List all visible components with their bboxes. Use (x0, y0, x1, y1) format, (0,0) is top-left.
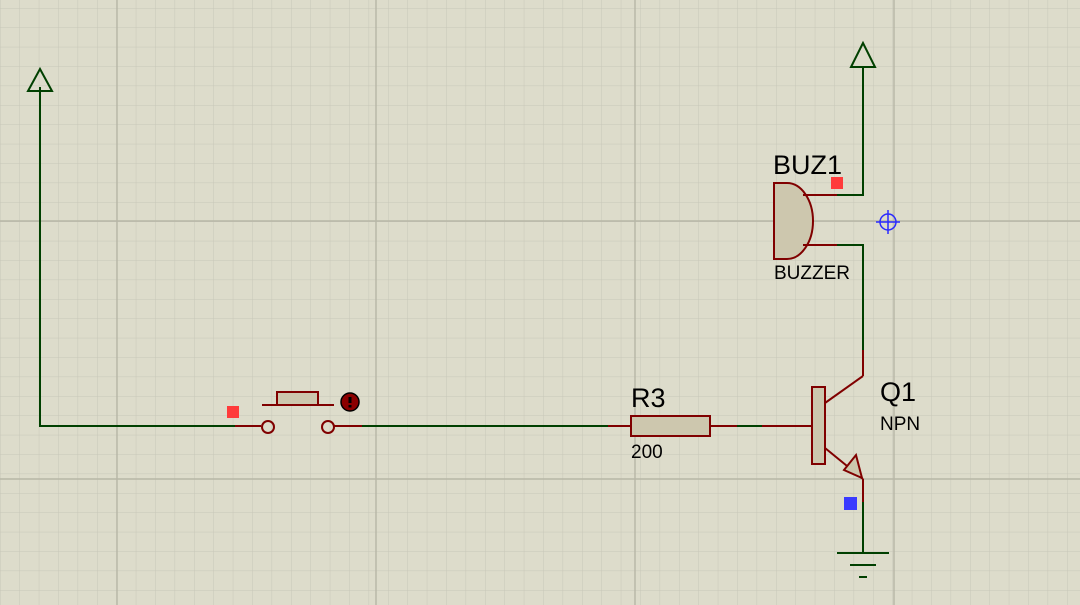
transistor-selection-marker[interactable] (844, 497, 857, 510)
power-terminal-arrow-right[interactable] (849, 40, 877, 68)
transistor-value-label: NPN (880, 414, 920, 435)
resistor-symbol[interactable] (608, 415, 737, 437)
resistor-ref-label: R3 (631, 383, 666, 413)
buzzer-symbol[interactable] (773, 182, 837, 260)
wire-power-to-buzzer (837, 67, 864, 196)
transistor-ref-label: Q1 (880, 377, 916, 407)
ground-symbol[interactable] (837, 552, 889, 578)
power-terminal-arrow-left[interactable] (26, 66, 54, 92)
wire-left-power-to-switch (39, 87, 235, 427)
switch-pin-marker[interactable] (227, 406, 239, 418)
wire-buzzer-to-collector (837, 244, 864, 350)
wire-net[interactable] (39, 67, 864, 553)
buzzer-value-label: BUZZER (774, 263, 850, 284)
buzzer-pin-marker[interactable] (831, 177, 843, 189)
resistor-value-label: 200 (631, 442, 663, 463)
npn-transistor-symbol[interactable] (762, 350, 864, 502)
buzzer-ref-label: BUZ1 (773, 150, 842, 180)
switch-state-indicator-icon[interactable] (340, 392, 360, 412)
pushbutton-symbol[interactable] (235, 391, 362, 434)
crosshair-cursor-icon (876, 210, 900, 234)
